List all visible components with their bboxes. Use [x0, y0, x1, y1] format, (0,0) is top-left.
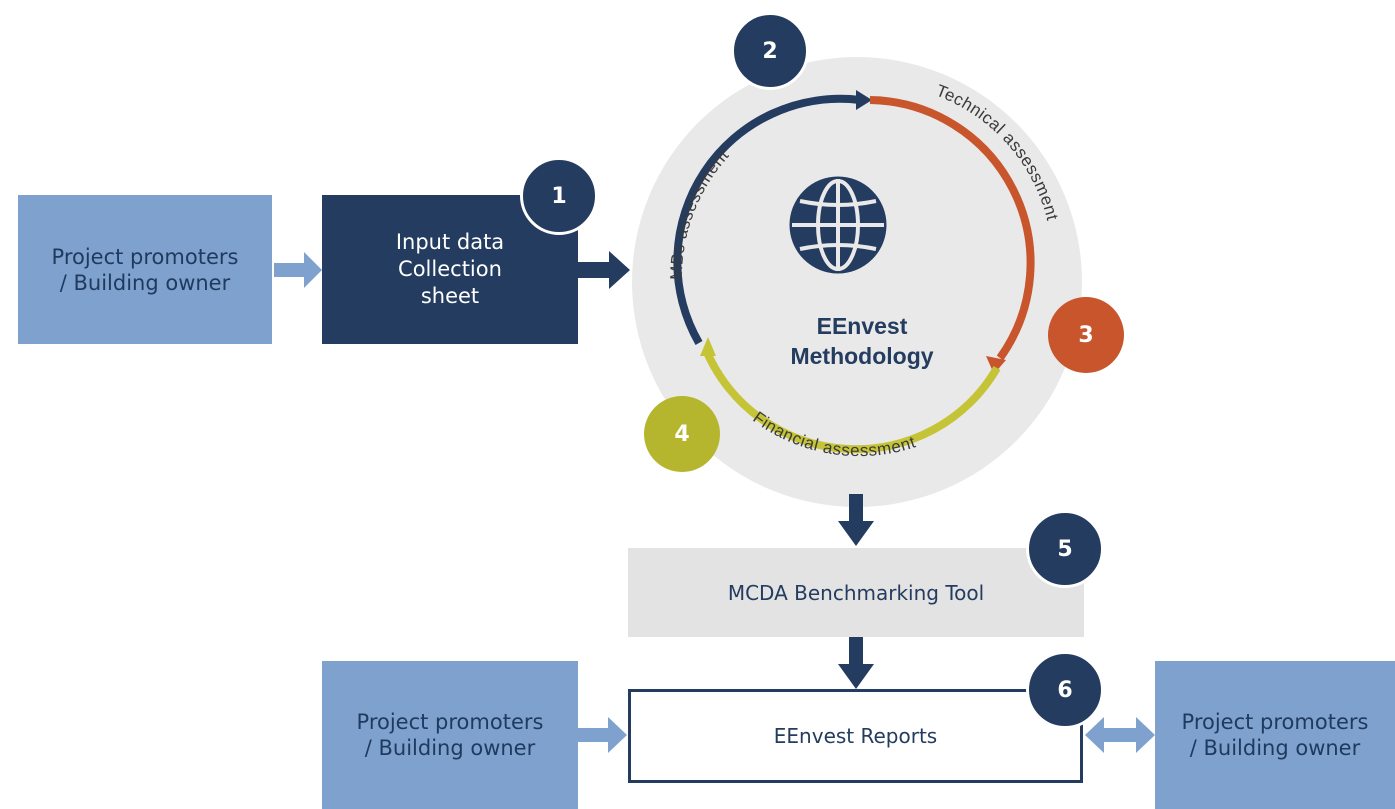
technical-arrowhead — [986, 356, 1006, 374]
step-badge-4: 4 — [644, 396, 720, 472]
mcda-benchmarking-tool: MCDA Benchmarking Tool — [628, 548, 1084, 637]
mbs-arrowhead — [856, 90, 872, 110]
step-badge-6: 6 — [1026, 651, 1104, 729]
step-badge-5: 5 — [1026, 510, 1104, 588]
actor-box-bottom-left: Project promoters / Building owner — [322, 661, 578, 809]
mbs-arc — [673, 94, 861, 345]
step-badge-3: 3 — [1048, 297, 1124, 373]
step-badge-2: 2 — [731, 12, 809, 90]
cycle-background — [632, 57, 1082, 507]
arrow-input-to-cycle — [578, 251, 630, 289]
actor-box-bottom-right: Project promoters / Building owner — [1155, 661, 1395, 809]
financial-arc — [702, 348, 1001, 454]
actor-box-top-left: Project promoters / Building owner — [18, 195, 272, 344]
center-title-line2: Methodology — [790, 343, 933, 369]
technical-arc — [869, 96, 1035, 361]
financial-arrowhead — [700, 337, 716, 356]
arrow-cycle-to-mcda — [838, 494, 874, 546]
step-badge-1: 1 — [520, 157, 598, 235]
center-title-line1: EEnvest — [817, 313, 908, 339]
arrow-actor-to-reports — [578, 717, 627, 753]
arrow-mcda-to-reports — [838, 637, 874, 689]
double-arrow-reports-actor — [1085, 717, 1155, 753]
eenvest-reports-box: EEnvest Reports — [628, 689, 1083, 783]
globe-icon — [789, 176, 887, 274]
arrow-actor-to-input — [274, 252, 322, 288]
